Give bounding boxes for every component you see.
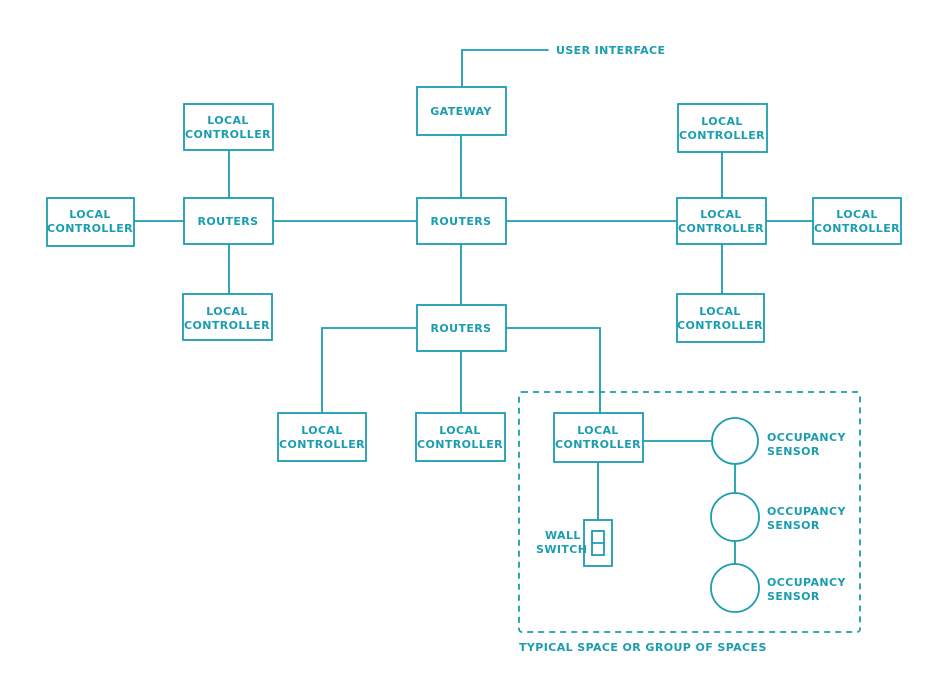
occupancy-sensor-icon	[710, 492, 760, 542]
local-label: LOCAL	[699, 305, 741, 318]
occupancy-label: OCCUPANCY	[767, 505, 846, 518]
local-label: LOCAL	[701, 115, 743, 128]
controller-label: CONTROLLER	[279, 438, 365, 451]
local-controller-far-right: LOCAL CONTROLLER	[812, 197, 902, 245]
router-center: ROUTERS	[416, 197, 507, 245]
local-label: LOCAL	[206, 305, 248, 318]
local-controller-far-left: LOCAL CONTROLLER	[46, 197, 135, 247]
sensor-label: SENSOR	[767, 590, 820, 603]
lower-left-branch	[321, 327, 418, 414]
controller-label: CONTROLLER	[814, 222, 900, 235]
controller-label: CONTROLLER	[417, 438, 503, 451]
local-label: LOCAL	[301, 424, 343, 437]
wall-switch: WALL SWITCH	[536, 519, 613, 567]
occupancy-label: OCCUPANCY	[767, 431, 846, 444]
local-label: LOCAL	[207, 114, 249, 127]
user-interface-label: USER INTERFACE	[556, 44, 665, 57]
occupancy-label: OCCUPANCY	[767, 576, 846, 589]
router-lower-label: ROUTERS	[431, 322, 492, 335]
local-controller-bottom-left: LOCAL CONTROLLER	[182, 293, 273, 341]
router-lower: ROUTERS	[416, 304, 507, 352]
local-controller-top-left: LOCAL CONTROLLER	[183, 103, 274, 151]
local-controller-right-hub: LOCAL CONTROLLER	[676, 197, 767, 245]
local-label: LOCAL	[700, 208, 742, 221]
controller-label: CONTROLLER	[677, 319, 763, 332]
occupancy-sensor-icon	[710, 563, 760, 613]
ui-gateway-line	[461, 49, 549, 88]
switch-label: SWITCH	[536, 543, 587, 556]
typical-space-group	[518, 391, 861, 633]
controller-label: CONTROLLER	[678, 222, 764, 235]
connection-lines	[133, 49, 814, 565]
controller-label: CONTROLLER	[47, 222, 133, 235]
wall-label: WALL	[545, 529, 581, 542]
sensor-label: SENSOR	[767, 445, 820, 458]
local-label: LOCAL	[69, 208, 111, 221]
controller-label: CONTROLLER	[185, 128, 271, 141]
local-label: LOCAL	[577, 424, 619, 437]
local-controller-top-right: LOCAL CONTROLLER	[677, 103, 768, 153]
gateway-label: GATEWAY	[430, 105, 492, 118]
occupancy-sensor-3: OCCUPANCY SENSOR	[710, 563, 846, 613]
gateway-node: GATEWAY	[416, 86, 507, 136]
local-controller-typical-space: LOCAL CONTROLLER	[553, 412, 644, 463]
lower-right-branch	[505, 327, 601, 414]
router-left-label: ROUTERS	[198, 215, 259, 228]
router-left: ROUTERS	[183, 197, 274, 245]
local-controller-bottom-right: LOCAL CONTROLLER	[676, 293, 765, 343]
router-center-label: ROUTERS	[431, 215, 492, 228]
occupancy-sensor-icon	[711, 417, 759, 465]
local-label: LOCAL	[439, 424, 481, 437]
local-label: LOCAL	[836, 208, 878, 221]
sensor-label: SENSOR	[767, 519, 820, 532]
occupancy-sensor-2: OCCUPANCY SENSOR	[710, 492, 846, 542]
controller-label: CONTROLLER	[184, 319, 270, 332]
typical-space-label: TYPICAL SPACE OR GROUP OF SPACES	[519, 641, 767, 654]
local-controller-lower-middle: LOCAL CONTROLLER	[415, 412, 506, 462]
local-controller-lower-left: LOCAL CONTROLLER	[277, 412, 367, 462]
occupancy-sensor-1: OCCUPANCY SENSOR	[711, 417, 846, 465]
controller-label: CONTROLLER	[555, 438, 641, 451]
controller-label: CONTROLLER	[679, 129, 765, 142]
